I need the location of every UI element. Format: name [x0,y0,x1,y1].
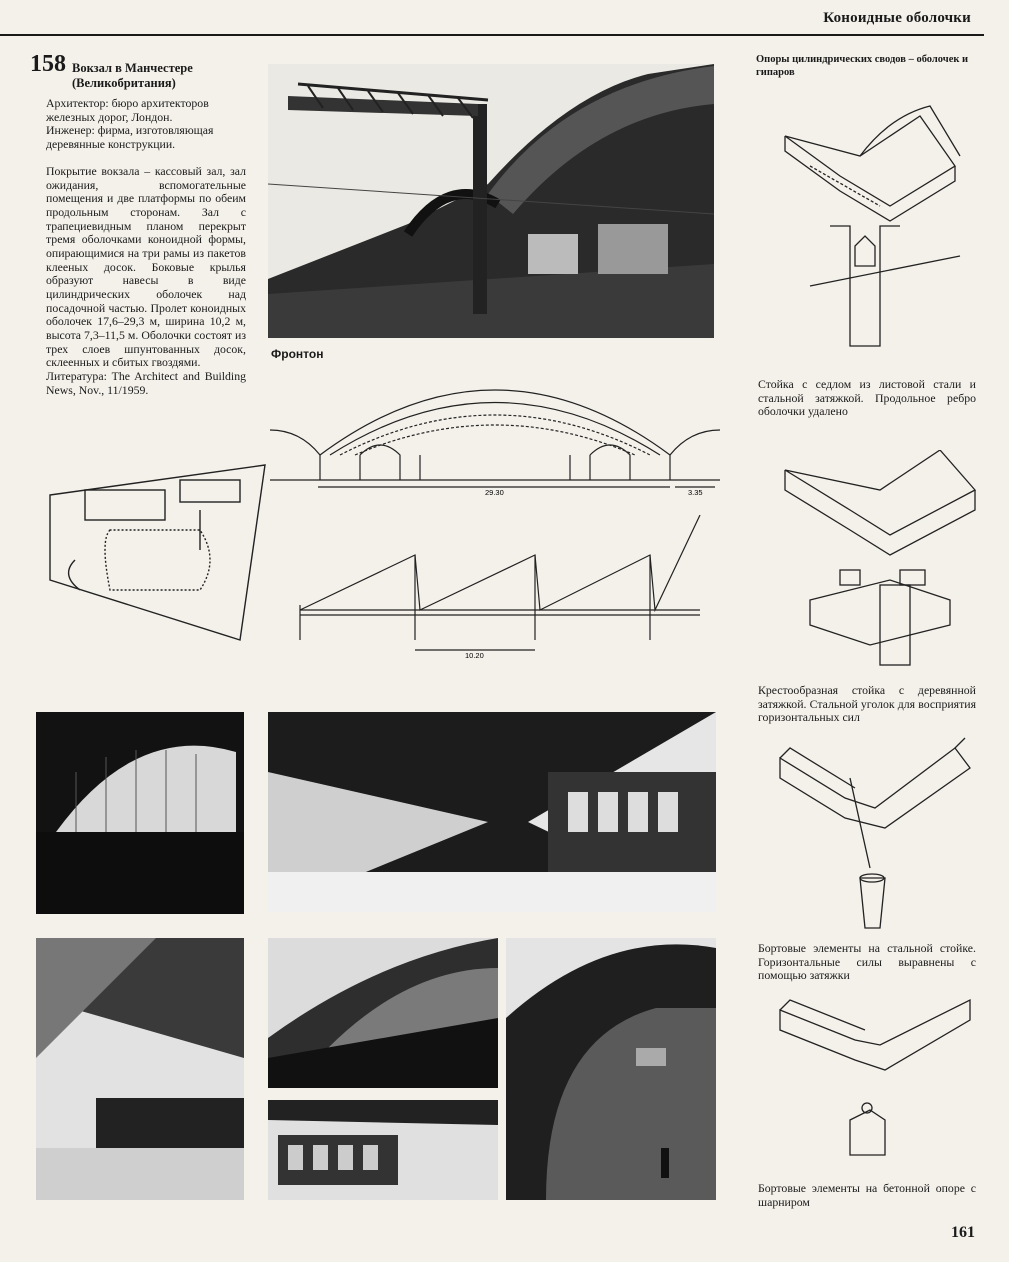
caption-4: Бортовые элементы на бетонной опоре с ша… [758,1181,976,1209]
literature-ref: Литература: The Architect and Building N… [46,369,246,397]
right-column-title: Опоры цилиндрических сводов – оболочек и… [756,54,969,78]
credits-line: железных дорог, Лондон. [46,109,173,124]
support-detail-4 [779,998,971,1156]
entry-title: Вокзал в Манчестере (Великобритания) [72,61,193,91]
section-drawing: 10.20 [299,515,701,660]
dim-side-label: 3.35 [688,488,703,497]
credits-line: Инженер: фирма, изготовляющая [46,123,214,138]
platform-photo [268,712,716,912]
ticket-hall-photo [36,938,244,1200]
shell-exterior-photo-image [268,938,498,1088]
credits-block: Архитектор: бюро архитекторов железных д… [46,96,246,152]
page-number: 161 [951,1224,975,1241]
support-detail-2 [784,450,977,666]
canopy-photo-image [506,938,716,1200]
caption-2: Крестообразная стойка с деревянной затяж… [758,683,976,725]
shell-exterior-photo [268,938,498,1088]
kiosk-photo [268,1100,498,1200]
platform-photo-image [268,712,716,912]
description-block: Покрытие вокзала – кассовый зал, зал ожи… [46,164,246,397]
header-rule [0,34,984,36]
front-elevation-drawing: 29.30 3.35 [270,389,720,497]
entry-title-line2: (Великобритания) [72,76,176,90]
support-detail-3 [779,737,971,929]
description-body: Покрытие вокзала – кассовый зал, зал ожи… [46,164,246,370]
front-label: Фронтон [271,347,324,361]
kiosk-photo-image [268,1100,498,1200]
interior-photo-1-image [36,712,244,914]
section-title: Коноидные оболочки [823,10,971,26]
ticket-hall-photo-image [36,938,244,1200]
entry-number: 158 [30,51,66,77]
credits-line: Архитектор: бюро архитекторов [46,96,209,110]
plan-drawing [49,464,266,641]
dim-width-label: 10.20 [465,651,484,660]
canopy-photo [506,938,716,1200]
credits-line: деревянные конструкции. [46,137,176,152]
dim-span-label: 29.30 [485,488,504,497]
support-detail-1 [784,105,961,347]
entry-title-line1: Вокзал в Манчестере [72,61,193,75]
caption-3: Бортовые элементы на стальной стойке. Го… [758,941,976,983]
caption-1: Стойка с седлом из листовой стали и стал… [758,377,976,419]
exterior-photo-image [268,64,714,338]
exterior-photo [268,64,714,338]
interior-photo-1 [36,712,244,914]
